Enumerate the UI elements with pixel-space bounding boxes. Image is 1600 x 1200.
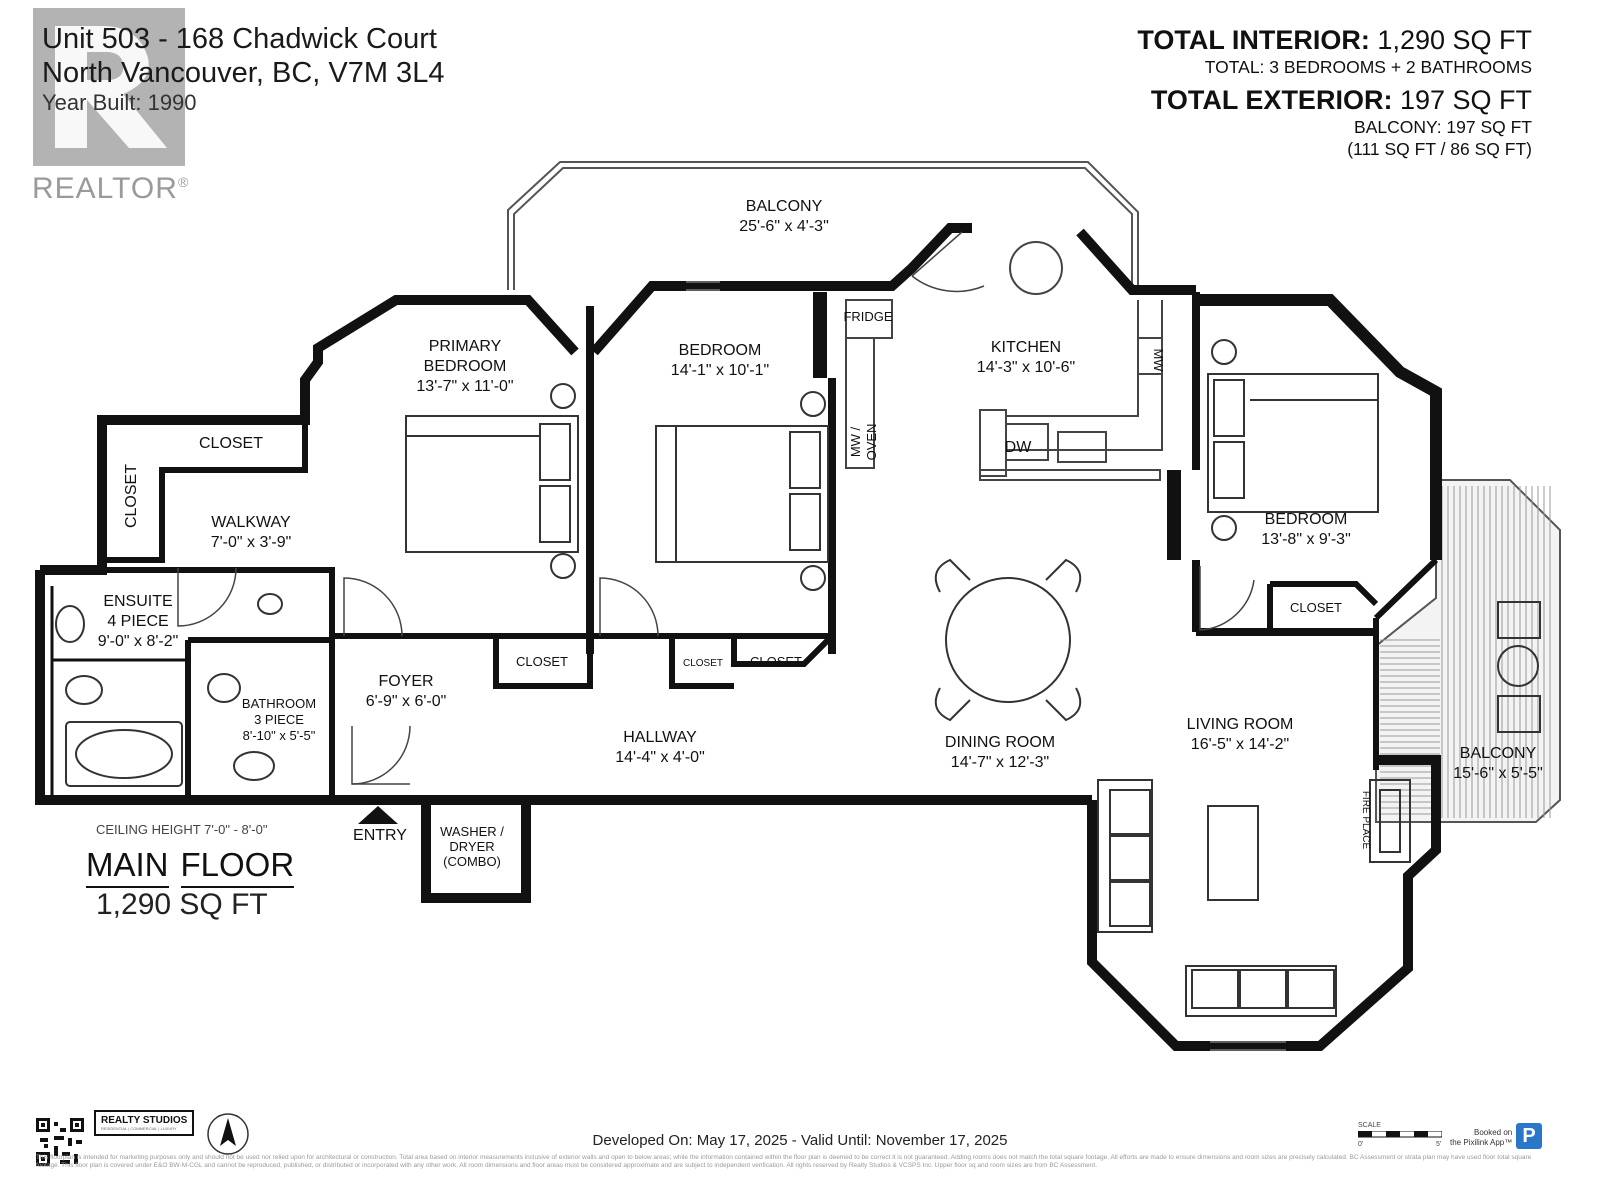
balcony-right-deck: [1375, 479, 1561, 823]
kitchen-dims: 14'-3" x 10'-6": [977, 359, 1075, 376]
ceiling-height: CEILING HEIGHT 7'-0" - 8'-0": [96, 822, 268, 837]
hallway-dims: 14'-4" x 4'-0": [615, 749, 705, 766]
scale-bar-icon: [1358, 1131, 1442, 1138]
room-labels: BALCONY 25'-6" x 4'-3" PRIMARY BEDROOM 1…: [98, 198, 1543, 869]
doors: [177, 231, 1255, 785]
closet-hall-label: CLOSET: [516, 654, 568, 669]
bedroom-mid-label: BEDROOM: [679, 342, 762, 359]
mw-label: MW: [1151, 348, 1166, 372]
closet-bedroom-right-label: CLOSET: [1290, 600, 1342, 615]
windows: [686, 281, 1286, 1051]
total-exterior: TOTAL EXTERIOR: 197 SQ FT: [1150, 85, 1532, 115]
balcony-top-label: BALCONY: [746, 198, 823, 215]
bedroom-right-label: BEDROOM: [1265, 511, 1348, 528]
address-line-2: North Vancouver, BC, V7M 3L4: [42, 57, 445, 89]
dining-table: [934, 558, 1082, 722]
walkway-label: WALKWAY: [211, 514, 291, 531]
year-built: Year Built: 1990: [42, 90, 197, 115]
bathroom-label-1: BATHROOM: [242, 696, 316, 711]
mw-oven-line-1: MW /: [848, 426, 863, 457]
north-compass-icon: [207, 1113, 249, 1155]
ensuite-dims: 9'-0" x 8'-2": [98, 633, 179, 650]
primary-bedroom-dims: 13'-7" x 11'-0": [416, 378, 513, 395]
living-label: LIVING ROOM: [1187, 716, 1294, 733]
realtor-wordmark: REALTOR®: [32, 172, 190, 205]
realty-studios-logo: REALTY STUDIOS RESIDENTIAL | COMMERCIAL …: [94, 1110, 195, 1136]
entry-label: ENTRY: [353, 827, 407, 844]
disclaimer: This floorplan is intended for marketing…: [36, 1154, 1532, 1169]
beds: [405, 339, 1379, 591]
washer-line-1: WASHER /: [440, 824, 504, 839]
dining-label: DINING ROOM: [945, 734, 1055, 751]
washer-line-2: DRYER: [449, 839, 494, 854]
balcony-right-label: BALCONY: [1460, 745, 1537, 762]
scale-zero: 0': [1358, 1141, 1364, 1148]
dw-label: DW: [1005, 439, 1033, 456]
balcony-total: BALCONY: 197 SQ FT: [1354, 117, 1532, 137]
balcony-top-dims: 25'-6" x 4'-3": [739, 218, 829, 235]
fridge-label: FRIDGE: [843, 309, 892, 324]
bedroom-right-dims: 13'-8" x 9'-3": [1261, 531, 1351, 548]
realtor-logo-icon: [33, 8, 185, 166]
balcony-split: (111 SQ FT / 86 SQ FT): [1347, 139, 1532, 159]
address-line-1: Unit 503 - 168 Chadwick Court: [42, 23, 437, 55]
qr-code-icon: [36, 1118, 84, 1166]
washer-line-3: (COMBO): [443, 854, 501, 869]
balcony-right-dims: 15'-6" x 5'-5": [1453, 765, 1543, 782]
fireplace-label: FIRE PLACE: [1360, 791, 1371, 850]
foyer-label: FOYER: [378, 673, 433, 690]
bathroom-label-2: 3 PIECE: [254, 712, 304, 727]
bath-fixtures: [55, 593, 283, 787]
mw-oven-line-2: OVEN: [864, 424, 879, 461]
totals-block: TOTAL INTERIOR: 1,290 SQ FT TOTAL: 3 BED…: [1137, 24, 1532, 160]
foyer-dims: 6'-9" x 6'-0": [366, 693, 447, 710]
kitchen-label: KITCHEN: [991, 339, 1061, 356]
pixilink-badge-icon: P: [1516, 1123, 1542, 1149]
ensuite-label-1: ENSUITE: [103, 593, 172, 610]
bathroom-dims: 8'-10" x 5'-5": [243, 728, 316, 743]
booked-on: Booked on the Pixilink App™: [1450, 1128, 1513, 1147]
hallway-label: HALLWAY: [623, 729, 697, 746]
address-block: Unit 503 - 168 Chadwick Court North Vanc…: [42, 22, 444, 116]
kitchen-counters: [845, 241, 1163, 481]
balcony-top-outline: [507, 161, 1139, 290]
scale-label: SCALE: [1358, 1122, 1381, 1129]
primary-bedroom-label-2: BEDROOM: [424, 358, 507, 375]
scale-five: 5': [1436, 1141, 1442, 1148]
dining-dims: 14'-7" x 12'-3": [951, 754, 1049, 771]
living-furniture: [1097, 779, 1411, 1017]
balcony-furniture: [1497, 601, 1541, 733]
living-dims: 16'-5" x 14'-2": [1191, 736, 1289, 753]
walkway-dims: 7'-0" x 3'-9": [211, 534, 292, 551]
developed-dates: Developed On: May 17, 2025 - Valid Until…: [592, 1132, 1008, 1149]
total-rooms: TOTAL: 3 BEDROOMS + 2 BATHROOMS: [1204, 57, 1532, 77]
primary-bedroom-label-1: PRIMARY: [429, 338, 502, 355]
closet-mid-label: CLOSET: [750, 654, 802, 669]
main-floor-sqft: 1,290 SQ FT: [96, 888, 268, 921]
closet-side-label: CLOSET: [123, 464, 140, 528]
total-interior: TOTAL INTERIOR: 1,290 SQ FT: [1137, 25, 1532, 55]
bedroom-mid-dims: 14'-1" x 10'-1": [671, 362, 769, 379]
closet-small-label: CLOSET: [683, 658, 723, 669]
closet-top-label: CLOSET: [199, 435, 263, 452]
exterior-walls: [35, 223, 1442, 1051]
ensuite-label-2: 4 PIECE: [107, 613, 168, 630]
floor-plan: BALCONY 25'-6" x 4'-3" PRIMARY BEDROOM 1…: [35, 161, 1561, 1051]
